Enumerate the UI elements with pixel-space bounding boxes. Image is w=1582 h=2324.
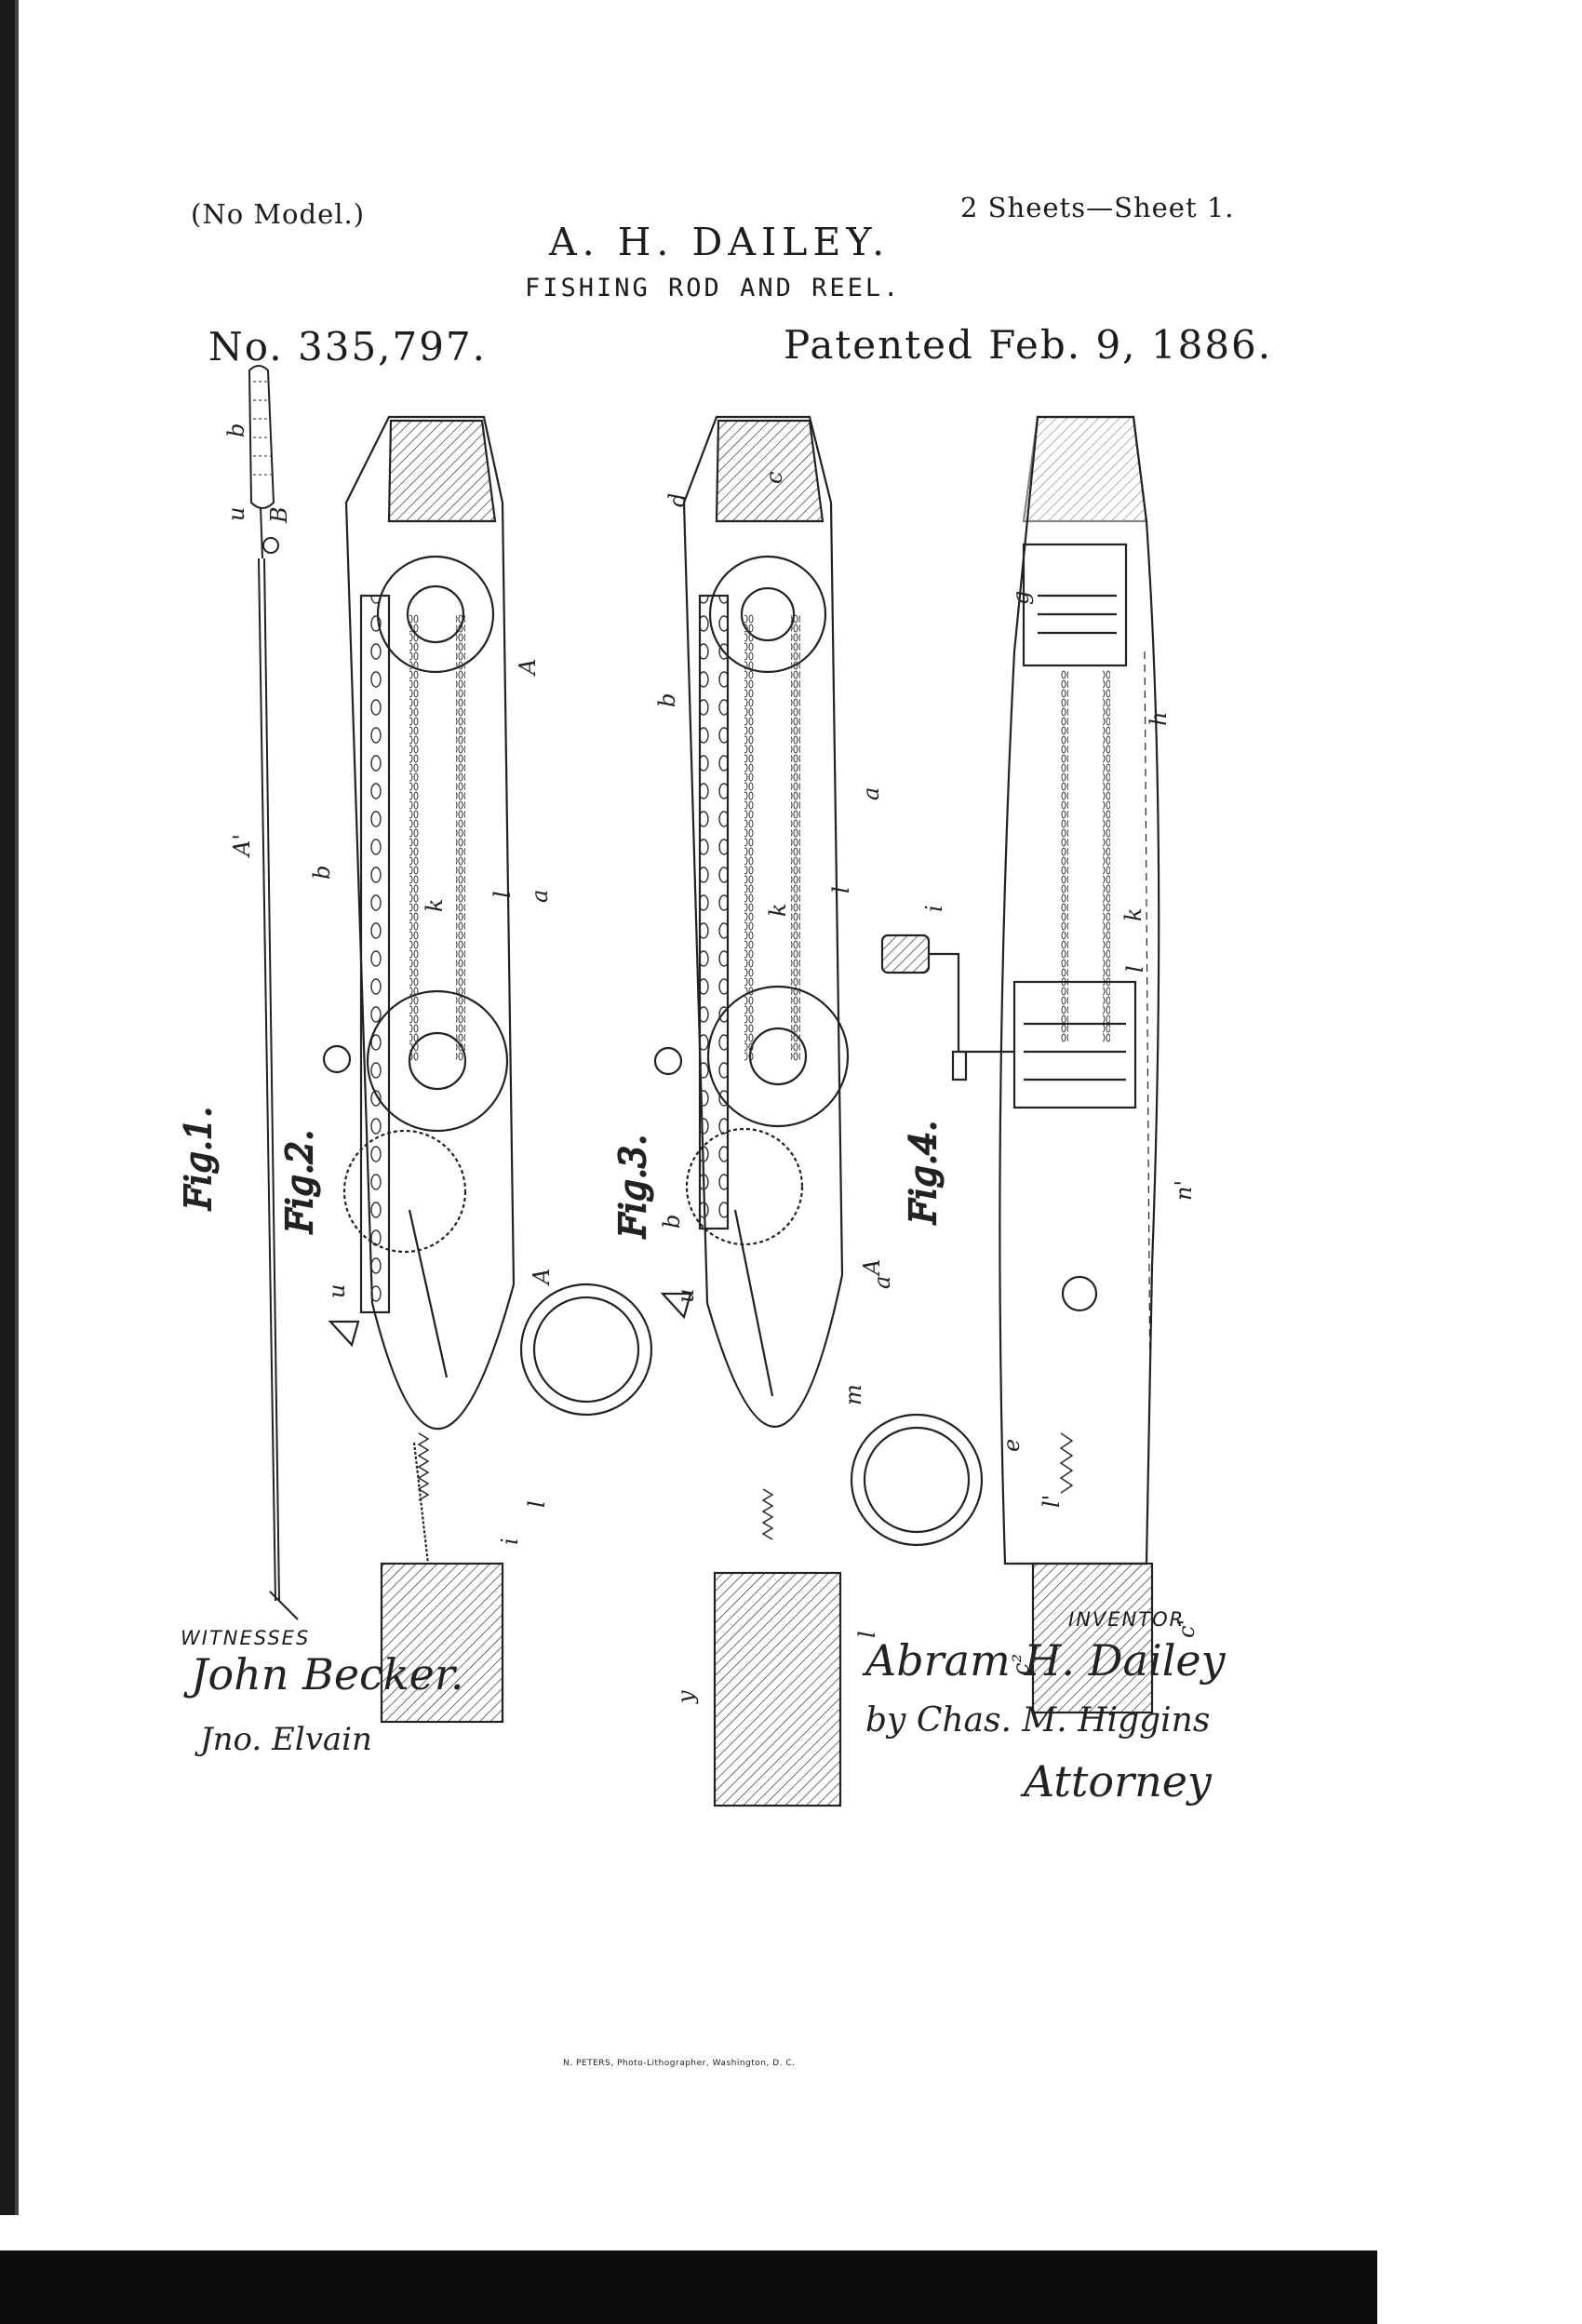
reference-letters: b u B A' A a b k l A u l i d c b a l k b…	[223, 423, 1200, 1704]
lithographer-credit: N. PETERS, Photo-Lithographer, Washingto…	[563, 2059, 796, 2068]
patent-title: FISHING ROD AND REEL.	[525, 274, 902, 302]
witness-2-signature: Jno. Elvain	[194, 1721, 372, 1758]
figure-4-plan: Fig.4.	[880, 415, 1160, 1714]
svg-text:l: l	[1122, 965, 1148, 973]
figure-1-rod: Fig.1.	[177, 365, 299, 1620]
svg-text:n': n'	[1171, 1180, 1197, 1201]
svg-text:e: e	[999, 1439, 1025, 1452]
svg-text:c': c'	[1173, 1619, 1200, 1638]
inventor-label: INVENTOR	[1068, 1608, 1186, 1631]
attorney-signature: by Chas. M. Higgins	[865, 1701, 1210, 1740]
svg-text:a: a	[869, 1276, 895, 1289]
svg-text:b: b	[654, 693, 680, 707]
figure-2-label: Fig.2.	[279, 1130, 320, 1234]
svg-text:a: a	[858, 787, 884, 800]
svg-text:B: B	[266, 506, 292, 524]
scan-edge-shadow	[0, 0, 15, 2215]
svg-text:A: A	[859, 1259, 885, 1277]
figure-3-section: Fig.3.	[611, 415, 984, 1807]
svg-text:m: m	[840, 1384, 866, 1405]
figure-2-section: Fig.2.	[278, 415, 653, 1724]
figure-1-label: Fig.1.	[178, 1107, 219, 1211]
inventor-name-heading: A. H. DAILEY.	[549, 220, 891, 264]
svg-text:c²: c²	[1008, 1654, 1034, 1675]
sheet-count: 2 Sheets—Sheet 1.	[960, 192, 1235, 223]
witness-signatures: John Becker. Jno. Elvain	[183, 1649, 463, 1758]
figure-4-label: Fig.4.	[903, 1121, 944, 1225]
svg-text:k: k	[422, 898, 448, 912]
svg-text:u: u	[673, 1289, 699, 1303]
svg-text:l: l	[854, 1631, 880, 1638]
figure-3-label: Fig.3.	[612, 1135, 653, 1239]
patent-date: Patented Feb. 9, 1886.	[784, 322, 1273, 368]
svg-text:b: b	[309, 866, 335, 880]
patent-number: No. 335,797.	[208, 324, 488, 369]
svg-text:k: k	[1120, 907, 1146, 921]
svg-text:h: h	[1146, 712, 1172, 726]
svg-text:d: d	[664, 493, 690, 507]
svg-text:b: b	[659, 1215, 685, 1229]
svg-text:u: u	[223, 507, 249, 521]
svg-text:y: y	[673, 1690, 699, 1704]
svg-text:g: g	[1008, 591, 1034, 605]
svg-text:u: u	[324, 1284, 350, 1298]
svg-text:k: k	[765, 903, 791, 917]
witnesses-label: WITNESSES	[181, 1627, 311, 1649]
svg-text:a: a	[527, 890, 553, 903]
svg-text:i: i	[921, 905, 947, 912]
svg-text:l': l'	[1039, 1495, 1065, 1508]
svg-text:A: A	[529, 1269, 555, 1286]
svg-text:A': A'	[229, 834, 255, 858]
inventor-signature: Abram H. Dailey	[862, 1635, 1227, 1686]
inventor-signatures: Abram H. Dailey by Chas. M. Higgins Atto…	[862, 1635, 1227, 1807]
svg-text:l: l	[489, 891, 516, 898]
svg-text:A: A	[515, 659, 541, 677]
svg-text:b: b	[223, 423, 249, 437]
model-note: (No Model.)	[191, 198, 366, 230]
scan-edge-shadow-inner	[15, 0, 19, 2215]
witness-1-signature: John Becker.	[183, 1649, 463, 1699]
attorney-label: Attorney	[1020, 1756, 1213, 1807]
svg-text:l: l	[524, 1500, 550, 1508]
scan-bottom-border	[0, 2250, 1377, 2324]
svg-text:c: c	[761, 472, 787, 484]
svg-text:i: i	[497, 1538, 523, 1545]
svg-text:l: l	[828, 886, 854, 893]
